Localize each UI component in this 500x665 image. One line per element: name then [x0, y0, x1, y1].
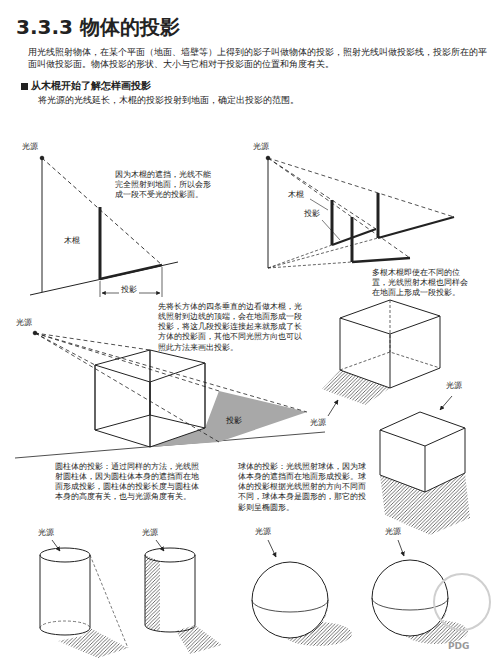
note-text: 多根木棍即使在不同的位置，光线照射木棍也同样会在地面上形成一段投影。: [372, 268, 472, 298]
figure-label: 投影: [119, 285, 139, 296]
figure-label: 光源: [385, 527, 401, 538]
cylinder-figure: [145, 540, 222, 654]
section-bullet: [21, 83, 28, 90]
cylinder-figure: [40, 540, 128, 658]
figure-label: 光源: [16, 318, 32, 329]
figure-label: 木棍: [288, 190, 304, 201]
figure-label: 光源: [253, 142, 269, 153]
sticks-figure: [266, 156, 454, 268]
intro-text: 用光线照射物体，在某个平面（地面、墙壁等）上得到的影子叫做物体的投影，照射光线叫…: [28, 46, 488, 70]
note-text: 因为木棍的遮挡，光线不能完全照射到地面，所以会形成一段不受光的投影面。: [115, 170, 213, 200]
figure-label: 光源: [310, 418, 326, 429]
note-text: 先将长方体的四条垂直的边看做木棍，光线照射到边线的顶端，会在地面形成一段投影，将…: [158, 302, 303, 353]
watermark: PDG: [448, 640, 469, 652]
figure-label: 光源: [142, 528, 158, 539]
figure-label: 光源: [446, 381, 462, 392]
cube-figure: [322, 300, 440, 416]
page-title: 3.3.3 物体的投影: [16, 14, 180, 41]
figure-label: 将光源的光线延长，木棍的投影投射到地面，确定出投影的范围。: [38, 95, 299, 106]
figure-label: 木棍: [64, 236, 80, 247]
note-text: 圆柱体的投影：通过同样的方法，光线照射圆柱体，因为圆柱体本身的遮挡而在地面形成投…: [55, 462, 200, 503]
cube-figure: [380, 396, 470, 535]
sphere-figure: [252, 540, 352, 646]
note-text: 球体的投影：光线照射球体，因为球体本身的遮挡而在地面形成投影。球体的投影根据光线…: [238, 462, 373, 513]
watermark-seal: [434, 574, 490, 630]
figure-label: 光源: [255, 527, 271, 538]
figure-label: 投影: [304, 209, 320, 220]
section-heading: 从木棍开始了解怎样画投影: [31, 79, 151, 93]
figure-label: 投影: [226, 416, 242, 427]
figure-label: 光源: [22, 142, 38, 153]
figure-label: 光源: [38, 528, 54, 539]
